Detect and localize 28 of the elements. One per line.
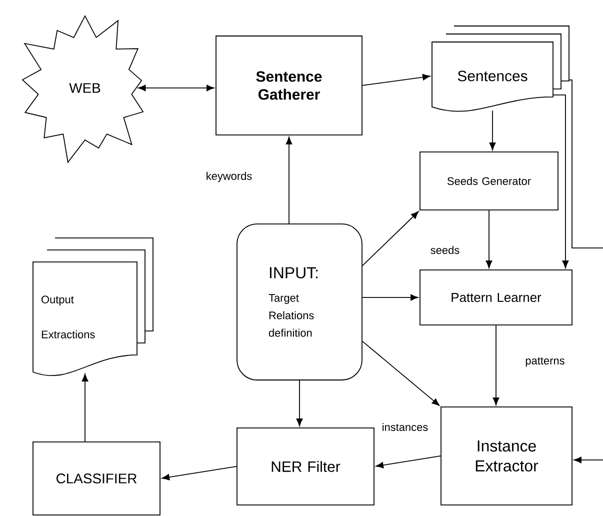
arrow	[376, 456, 441, 468]
arrow	[574, 456, 603, 464]
edge-label: keywords	[204, 170, 254, 184]
document-stack: Output Extractions	[32, 238, 154, 376]
arrow	[362, 340, 440, 406]
arrow	[553, 94, 569, 268]
arrow	[362, 74, 430, 86]
arrow	[162, 466, 237, 480]
arrow	[489, 110, 496, 150]
edge-label: instances	[380, 422, 430, 432]
arrow	[486, 210, 492, 268]
arrow	[82, 374, 88, 442]
arrow	[286, 136, 292, 224]
arrow	[362, 294, 418, 301]
edge-label: seeds	[429, 244, 461, 255]
process-box: Seeds Generator	[420, 152, 558, 210]
process-box: NER Filter	[236, 428, 374, 506]
process-box: Pattern Learner	[420, 270, 572, 326]
document-stack: Sentences	[432, 26, 570, 112]
edge-label: patterns	[524, 356, 566, 368]
process-box: Sentence Gatherer	[216, 36, 362, 136]
arrow	[362, 211, 419, 266]
arrow	[296, 380, 303, 426]
process-box: Instance Extractor	[440, 406, 572, 506]
process-box: CLASSIFIER	[32, 442, 160, 516]
input-box: INPUT: Target Relations definition	[236, 224, 362, 380]
arrow	[492, 325, 500, 406]
arrow	[138, 84, 214, 92]
